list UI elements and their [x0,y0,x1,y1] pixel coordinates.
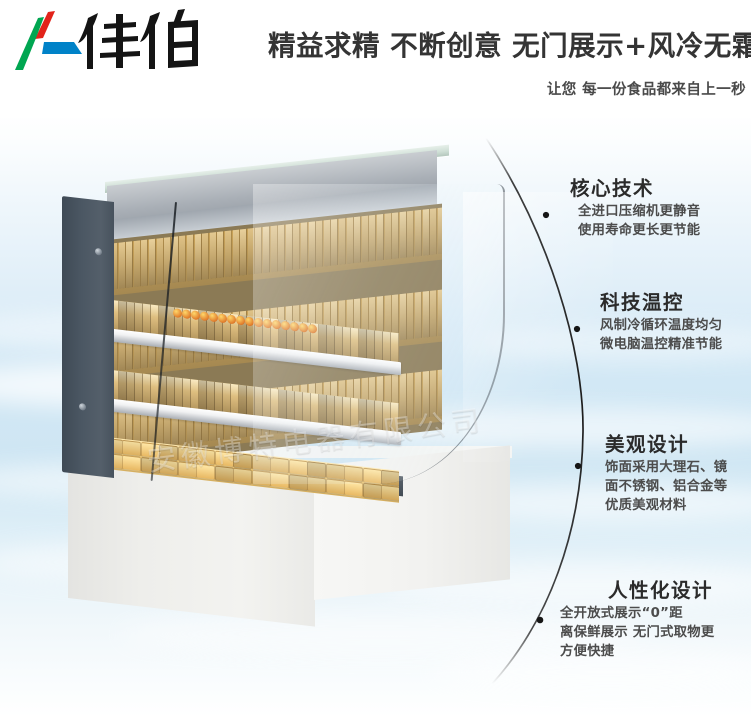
feature-callout-temperature-control: 科技温控 风制冷循环温度均匀 微电脑温控精准节能 [600,290,751,354]
feature-line: 优质美观材料 [605,498,687,513]
page-header: 精益求精 不断创意 无门展示+风冷无霜保鲜 让您 每一份食品都来自上一秒 [0,0,751,118]
feature-line: 全开放式展示“0”距 [560,606,683,621]
feature-callout-aesthetic-design: 美观设计 饰面采用大理石、镜 面不锈钢、铝合金等 优质美观材料 [605,432,751,515]
feature-line: 微电脑温控精准节能 [600,337,723,352]
feature-line: 离保鲜展示 无门式取物更 [560,625,715,640]
feature-line: 风制冷循环温度均匀 [600,318,723,333]
feature-line: 方便快捷 [560,644,615,659]
feature-title: 人性化设计 [608,579,714,602]
person-mark-logo-icon [14,8,84,74]
page-title: 精益求精 不断创意 无门展示+风冷无霜保鲜 [268,30,751,62]
feature-callout-core-technology: 核心技术 全进口压缩机更静音 使用寿命更长更节能 [566,176,751,240]
feature-line: 饰面采用大理石、镜 [605,460,728,475]
feature-line: 面不锈钢、铝合金等 [605,479,728,494]
cloud-wisp [430,652,751,692]
cloud-wisp [120,612,640,656]
feature-callout-humanized-design: 人性化设计 全开放式展示“0”距 离保鲜展示 无门式取物更 方便快捷 [560,578,751,661]
feature-line: 全进口压缩机更静音 [578,204,701,219]
feature-title: 科技温控 [600,291,685,314]
page-subtitle: 让您 每一份食品都来自上一秒 [546,82,746,98]
feature-line: 使用寿命更长更节能 [578,223,701,238]
brand-logo [10,6,205,78]
feature-title: 核心技术 [570,177,655,200]
brand-wordmark [76,6,204,78]
feature-title: 美观设计 [605,433,690,456]
